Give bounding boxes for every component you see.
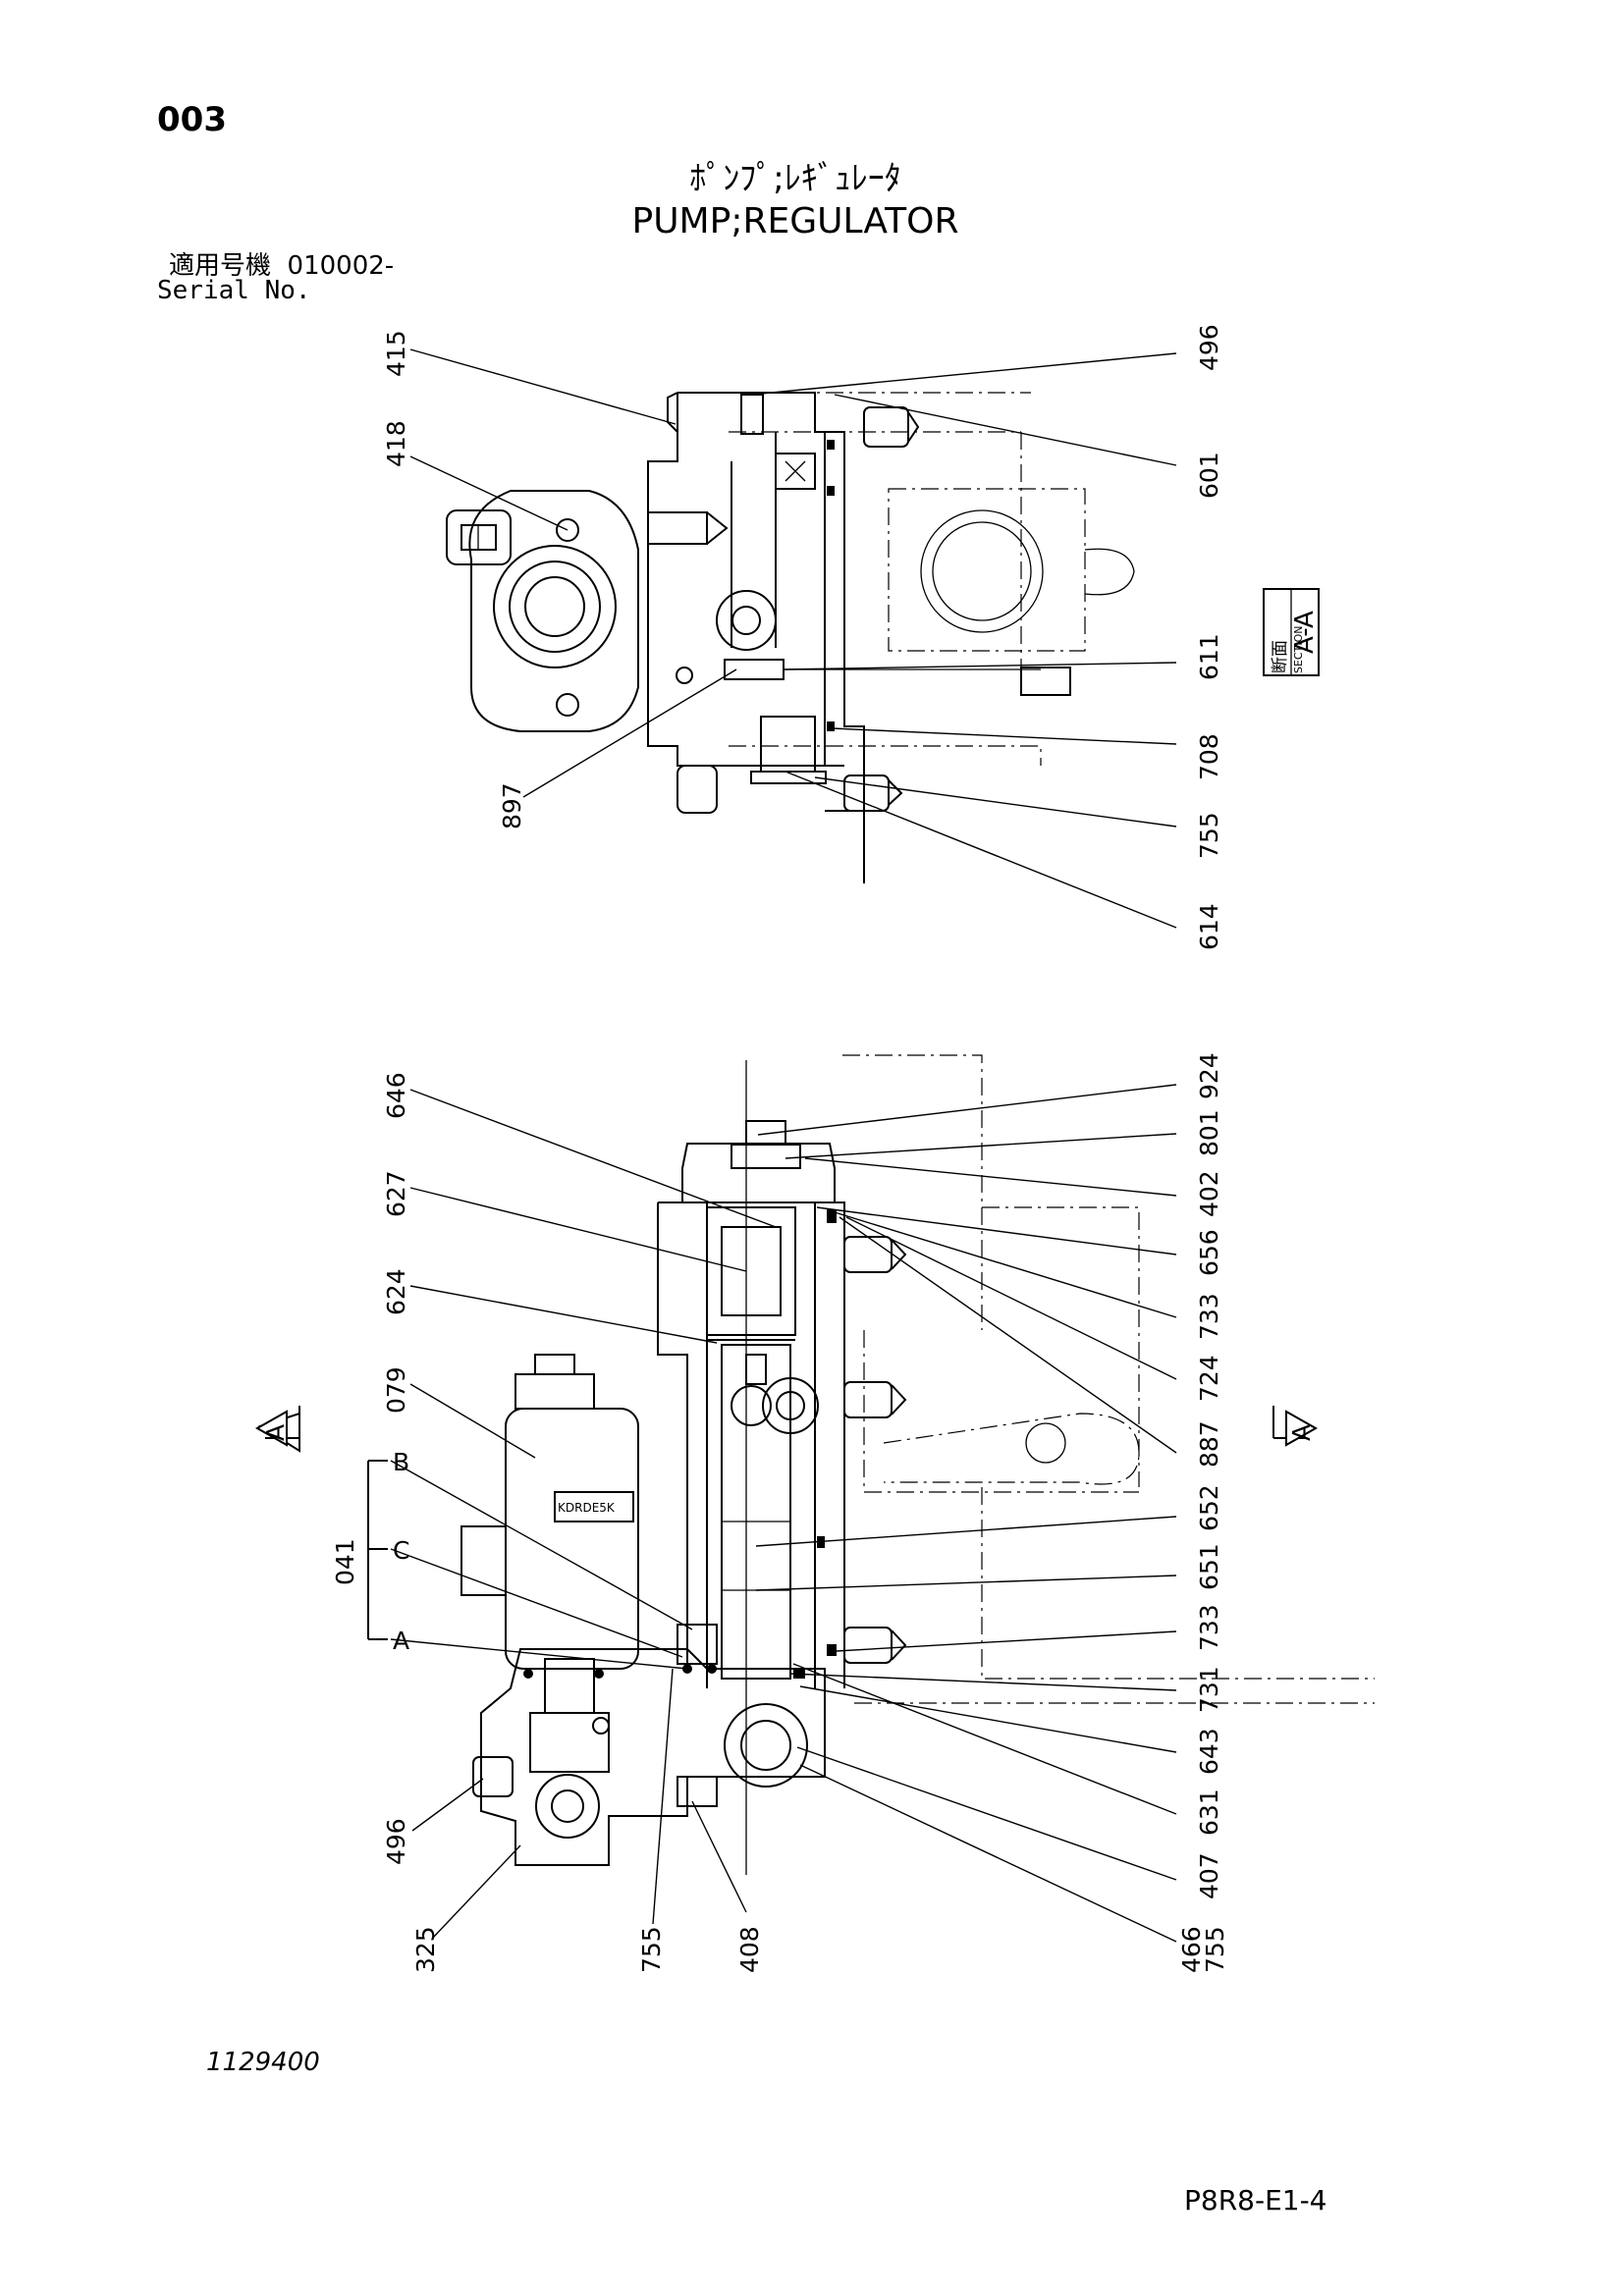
bottom-view-drawing: KDRDE5K A A <box>254 1054 1375 1875</box>
section-mark-right: A <box>1287 1424 1316 1441</box>
part-label: 415 <box>382 330 410 377</box>
part-label: 408 <box>735 1926 764 1973</box>
section-tag-en: SECTION <box>1292 626 1305 673</box>
group-item-label: A <box>393 1627 409 1655</box>
drawing-number: 1129400 <box>206 2048 320 2077</box>
part-label: 733 <box>1195 1293 1223 1340</box>
part-label: 924 <box>1195 1052 1223 1099</box>
part-label: 631 <box>1195 1789 1223 1836</box>
section-tag: 断面 SECTION A-A <box>1263 588 1320 676</box>
part-label: 614 <box>1195 903 1223 950</box>
part-label: 652 <box>1195 1484 1223 1531</box>
section-arrow-left: A <box>254 1406 300 1453</box>
part-label: 407 <box>1195 1852 1223 1899</box>
part-label: 656 <box>1195 1229 1223 1276</box>
serial-label-jp: 適用号機 <box>169 251 272 281</box>
part-label: 643 <box>1195 1728 1223 1775</box>
serial-value: 010002- <box>287 251 395 281</box>
serial-label-english: Serial No. <box>157 276 311 305</box>
bottom-view-labels: 646 627 624 079 041 B C A 496 325 755 40… <box>331 1052 1229 1973</box>
part-label: 755 <box>1201 1926 1229 1973</box>
part-label: 801 <box>1195 1109 1223 1156</box>
part-label: 646 <box>382 1072 410 1119</box>
part-label: 627 <box>382 1170 410 1217</box>
leader-lines <box>390 348 1177 1943</box>
group-label: 041 <box>331 1538 359 1585</box>
part-label: 755 <box>1195 812 1223 859</box>
group-item-label: C <box>393 1536 409 1565</box>
part-label: 897 <box>498 782 526 829</box>
part-label: 731 <box>1195 1666 1223 1713</box>
part-label: 402 <box>1195 1170 1223 1217</box>
serial-line-japanese: 適用号機 010002- <box>169 253 394 279</box>
section-tag-id: A-A <box>1290 611 1320 654</box>
part-label: 325 <box>411 1926 440 1973</box>
part-label: 724 <box>1195 1355 1223 1402</box>
part-label: 418 <box>382 420 410 467</box>
part-label: 651 <box>1195 1543 1223 1590</box>
part-label: 733 <box>1195 1604 1223 1651</box>
page-code: P8R8-E1-4 <box>1184 2184 1327 2216</box>
section-mark-left: A <box>261 1424 290 1441</box>
part-label: 708 <box>1195 733 1223 780</box>
top-view-labels: 415 418 897 496 601 611 708 755 614 <box>382 324 1223 950</box>
solenoid-nameplate: KDRDE5K <box>558 1501 616 1515</box>
part-label: 496 <box>1195 324 1223 371</box>
title-japanese: ﾎﾟﾝﾌﾟ;ﾚｷﾞｭﾚｰﾀ <box>689 159 901 198</box>
part-label: 624 <box>382 1268 410 1315</box>
part-label: 887 <box>1195 1420 1223 1468</box>
part-label: 079 <box>382 1366 410 1414</box>
page-number: 003 <box>157 100 227 139</box>
section-tag-jp: 断面 <box>1271 640 1290 673</box>
top-view-drawing <box>446 392 1135 883</box>
title-english: PUMP;REGULATOR <box>631 201 959 241</box>
group-item-label: B <box>393 1448 409 1476</box>
part-label: 611 <box>1195 633 1223 680</box>
part-label: 496 <box>382 1818 410 1865</box>
section-arrow-right: A <box>1272 1406 1319 1447</box>
part-label: 466 <box>1177 1926 1206 1973</box>
part-label: 755 <box>637 1926 666 1973</box>
part-label: 601 <box>1195 452 1223 499</box>
